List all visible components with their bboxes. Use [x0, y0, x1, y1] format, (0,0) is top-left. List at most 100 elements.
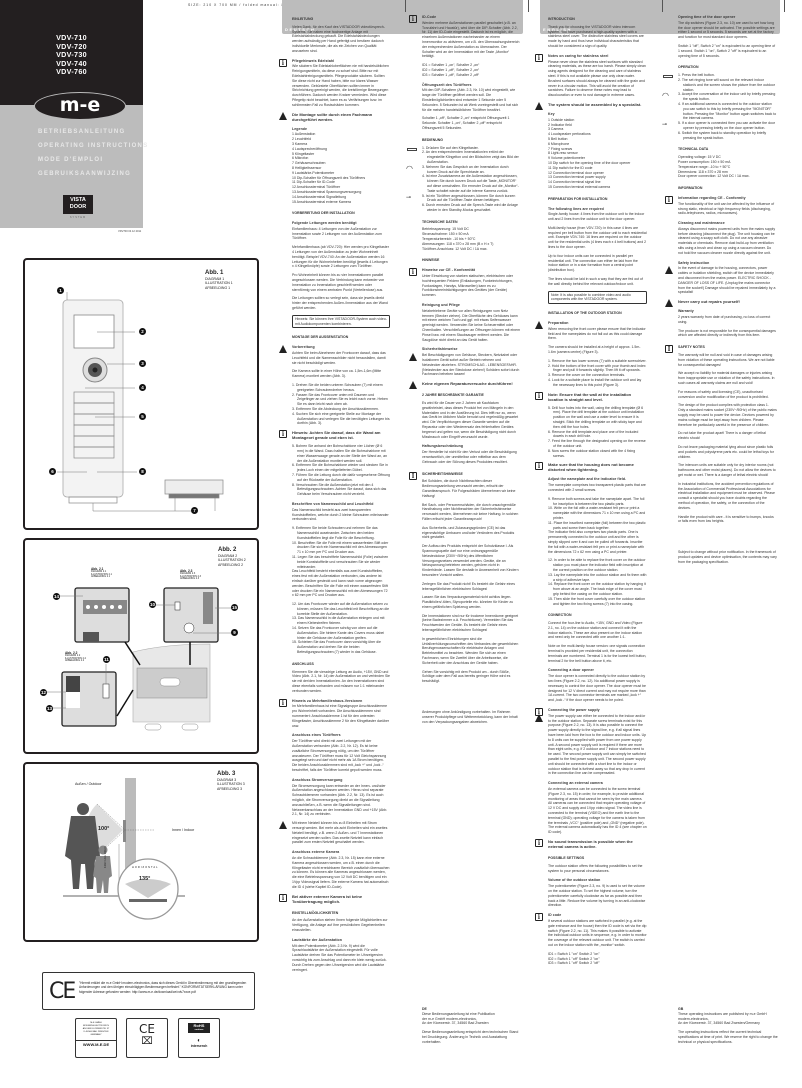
text: 7. Führen Sie die Leitung durch die dafü…: [292, 472, 391, 482]
paragraph: Schalter 1 „off“, Schalter 2 „on“ entspr…: [422, 116, 520, 130]
text: The functionality of the unit can be aff…: [678, 201, 775, 216]
note-box: Hinweis: Sie können Ihre VISTADOOR-Syste…: [292, 314, 390, 329]
text: Adjust the nameplate and the indicator f…: [548, 477, 627, 482]
imprint-line: An der Kloewerstr. 37, 34560 Bad Zwesten…: [678, 1021, 760, 1026]
text: Anschluss eines Türöffners: [292, 733, 341, 738]
cover-dark-panel: [0, 0, 143, 105]
paragraph: Bei Sach- oder Personenschäden, die durc…: [422, 503, 520, 522]
list-item: 1. Remove the two lower screws (7) with …: [548, 359, 647, 364]
callout-13: 13: [46, 705, 53, 712]
model-name: VDV-730: [56, 50, 87, 60]
list-item: 13. Lay the nameplate into the outdoor s…: [548, 573, 647, 583]
diagram-subtitle: AFBEELDING 2: [218, 562, 244, 567]
paragraph: Mit einem Netzteil können bis zu 8 Einhe…: [279, 821, 390, 845]
text: 14 Connection terminal signal line: [548, 180, 601, 185]
list-item: 1. Drehen Sie die beiden unteren Schraub…: [292, 383, 390, 393]
list-item: 4 Lautsprecheröffnung: [292, 147, 390, 152]
list-item: 5. Bohren Sie anhand der Bohrschablone v…: [292, 444, 390, 463]
paragraph: Der Hersteller ist nicht für den Verlust…: [422, 450, 520, 464]
address-line: M-E GMBH: [90, 1022, 102, 1024]
paragraph: Der Türöffner wird direkt mit zwei Leitu…: [292, 739, 390, 773]
diagram-3: Abb. 3 DIAGRAM 3 ILLUSTRATION 3 AFBEELDI…: [23, 762, 259, 942]
text: Dimensions: 118 x 370 x 28 mm: [678, 169, 728, 174]
list-item: 1 Outside station: [548, 118, 647, 123]
text: Door opener connection: 12 Volt DC / 1A …: [678, 174, 750, 179]
list-item: Dimensions: 118 x 370 x 28 mm: [678, 170, 777, 175]
text: 9. Entfernen Sie beide Schrauben und neh…: [292, 526, 378, 540]
warning-icon: [409, 353, 417, 362]
paragraph: Im Mehrfamilienhaus ist eine Signalgrupp…: [292, 704, 390, 728]
list-item: 2 Indicator field: [548, 123, 647, 128]
paragraph: The intercom units are suitable only for…: [678, 463, 777, 477]
list-item: ID1 = Switch 1 "on" Switch 2 "on": [548, 952, 647, 957]
speak-button-icon: ◠: [406, 163, 413, 173]
text: 2. Fassen Sie das Frontcover unten mit D…: [292, 392, 388, 407]
diagram-subtitle: DIAGRAM 1: [205, 277, 225, 281]
list-item: 14. Replace the front cover on the outdo…: [548, 582, 647, 596]
list-item: 11. Legen Sie das beschriftete Namenssch…: [292, 555, 390, 569]
paragraph: In industrial institutions, the accident…: [678, 482, 777, 511]
text: Der Türöffner wird direkt mit zwei Leitu…: [292, 739, 387, 772]
list-item: 6 Mikrofon: [292, 156, 390, 161]
section-subheading: Adjust the nameplate and the indicator f…: [548, 477, 647, 482]
text: Folgende Leitungen werden benötigt: [292, 221, 357, 226]
diagram-2-2-label: Abb. 2.2 DIAGRAM 2.2 ILLUSTRATION 2.2 AF…: [65, 652, 86, 663]
text: 1 Outside station: [548, 117, 575, 122]
text: TECHNICAL DATA: [678, 147, 709, 152]
text: 7 Fixing screws: [548, 146, 573, 151]
text: EINSTELLMÖGLICHKEITEN: [292, 910, 339, 915]
warning-icon: [409, 381, 417, 390]
paragraph: Always disconnect mains powered units fr…: [678, 227, 777, 256]
text: 3 Camera: [548, 127, 564, 132]
list-item: 3 Camera: [548, 127, 647, 132]
list-item: Operating voltage: 15 V DC: [678, 155, 777, 160]
text: Note: Ensure that the wall at the instal…: [548, 391, 632, 402]
section-subheading: Preparation: [535, 321, 647, 330]
diagram-subtitle: ILLUSTRATION 1: [205, 281, 233, 286]
section-subheading: Anschluss eines Türöffners: [292, 733, 390, 738]
text: 2 years warranty from date of purchasing…: [678, 315, 771, 324]
list-item: Stromaufnahme: 150 ± 50 mA: [422, 232, 520, 237]
diagram-subtitle: DIAGRAM 2.3: [180, 571, 196, 575]
paragraph: The dip switches (Figure 2.3, no. 10) ar…: [678, 21, 777, 40]
model-name: VDV-720: [56, 41, 87, 51]
paragraph: Aus Sicherheits- und Zulassungsgründen (…: [422, 526, 520, 540]
paragraph: Bei Schäden, die durch Nichtbeachten die…: [422, 479, 520, 498]
list-item: 15 Connection terminal external camera: [548, 185, 647, 190]
paragraph: Zerlegen Sie das Produkt nicht! Es beste…: [422, 582, 520, 592]
text: Always disconnect mains powered units fr…: [678, 226, 776, 255]
section-heading: POSSIBLE SETTINGS: [548, 856, 647, 861]
text: 8. Now screw the outdoor station closed …: [548, 448, 636, 458]
info-icon: i: [535, 462, 543, 471]
section-subheading: Legende: [292, 127, 390, 132]
text: The power supply can either be connected…: [548, 713, 647, 776]
outdoor-station-drawing: [57, 292, 224, 512]
paragraph: Switch 1 "off", Switch 2 "on" is equival…: [678, 44, 777, 58]
text: ID3 = Switch 1 "off" Switch 2 "off": [548, 961, 600, 966]
list-item: 2. Hold the bottom of the front cover wi…: [548, 364, 647, 374]
text: 11. Legen Sie das beschriftete Namenssch…: [292, 554, 389, 569]
list-item: ◠3. Accept the conversation at the indoo…: [662, 92, 777, 102]
address-box: M-E GMBH MODERN-ELECTRONICS AN DER KLÖWE…: [75, 1018, 117, 1058]
important-note: The system should be assembled by a spec…: [535, 101, 647, 110]
important-note: Keine eigenen Reparaturversuche durchfüh…: [409, 381, 520, 390]
list-item: ID1 = Schalter 1 „on“, Schalter 2 „on“: [422, 63, 520, 68]
diagram-2: Abb. 2 DIAGRAM 2 ILLUSTRATION 2 AFBEELDI…: [23, 538, 259, 754]
section-subheading: Volume of the outdoor station: [548, 878, 647, 883]
list-item: 2. The set ringing tone will sound on th…: [678, 78, 777, 92]
text: The outdoor station offers the following…: [548, 863, 643, 873]
section-heading: MONTAGE DER AUßENSTATION: [292, 335, 390, 340]
text: Lautstärke der Außenstation: [292, 937, 343, 942]
section-heading: TECHNISCHE DATEN: [422, 220, 520, 225]
section-subheading: Warranty: [678, 309, 777, 314]
text: Das Leuchtfeld besteht ebenfalls aus zwe…: [292, 569, 388, 598]
section-heading: VORBEREITUNG DER INSTALLATION: [292, 211, 390, 216]
text: The producer is not responsible for the …: [678, 328, 776, 338]
list-item: ID3 = Schalter 1 „off“, Schalter 2 „off“: [422, 73, 520, 78]
cover-title-en: OPERATING INSTRUCTIONS: [38, 143, 149, 149]
paragraph: Die Innenstationen sind nur für trockene…: [422, 614, 520, 633]
text: Betriebsspannung: 15 Volt DC: [422, 227, 469, 232]
warning-icon: [279, 821, 287, 830]
text: Hinweis: Sie können Ihre VISTADOOR-Syste…: [295, 316, 387, 326]
list-item: ⊸5. If a door opener is connected then y…: [662, 121, 777, 131]
